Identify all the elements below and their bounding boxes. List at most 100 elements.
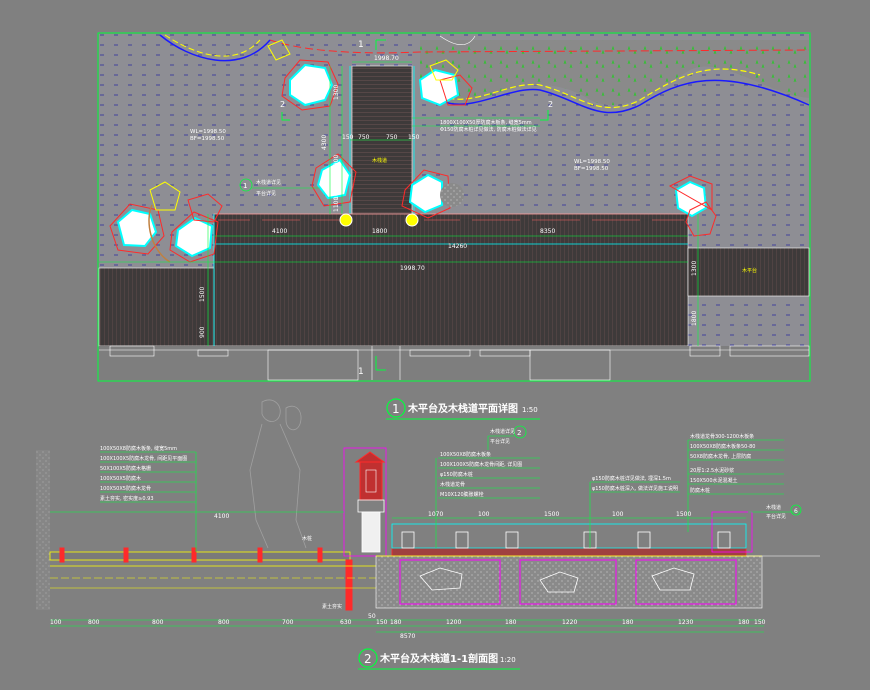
- callout-small-text-2: 平台详见: [256, 190, 276, 197]
- dim-left-a: 1700: [199, 233, 206, 248]
- mid-note-2-1: φ150防腐木桩详见做法, 埋深1.5m: [592, 475, 671, 482]
- dim-top-1: 1070: [428, 511, 443, 518]
- mid-note-2-2: φ150防腐木桩深入, 做法详见施工说明: [592, 485, 678, 492]
- rocks: [109, 39, 717, 263]
- section-callout-text-2: 平台详见: [490, 438, 510, 445]
- section-deck: [391, 547, 747, 557]
- section-title-number: 2: [364, 652, 372, 666]
- section-marker-bottom: 1: [358, 367, 364, 377]
- label-ground: 素土夯实: [322, 603, 342, 610]
- plan-view: 1 1 2 2 1998.70 1300 4300 1900 150 750 7…: [97, 32, 811, 382]
- left-note-3: 50X100X5防腐木格栅: [100, 465, 151, 472]
- right-note-3: 50X8防腐木龙骨, 上层防腐: [690, 453, 751, 460]
- section-bottom-dims: 100 800 800 800 700 630 150 180 1200 180…: [50, 619, 766, 640]
- left-note-6: 素土夯实, 密实度≥0.93: [100, 495, 154, 502]
- shoreline-yellow: [439, 68, 761, 109]
- dim-small: 50: [368, 613, 376, 620]
- deck-left: [98, 267, 215, 347]
- dim-deck-total: 14260: [448, 243, 467, 250]
- section-title-circle: [358, 648, 378, 668]
- dim-bottom: 180: [390, 619, 402, 626]
- dim-bottom: 1200: [446, 619, 461, 626]
- dim-bottom: 800: [88, 619, 100, 626]
- dim-top-3: 1500: [544, 511, 559, 518]
- left-shore: [36, 450, 50, 610]
- bottom-strip: [99, 346, 809, 380]
- rock: [109, 181, 181, 255]
- section-deck-frame: [391, 523, 747, 549]
- dim-small-a: 100: [333, 188, 340, 200]
- rock: [148, 193, 223, 263]
- section-foundation: [375, 555, 820, 609]
- dim-bottom: 800: [218, 619, 230, 626]
- dim-bottom: 1220: [562, 619, 577, 626]
- water-level-right-1: WL=1998.50: [574, 159, 610, 165]
- dim-deck-left: 4100: [272, 228, 287, 235]
- dim-bottom: 700: [282, 619, 294, 626]
- elev-deck: 1998.70: [400, 265, 425, 272]
- callout-walkway: 1800X100X50厚防腐木板条, 缝宽5mm: [440, 119, 532, 126]
- lamp-marker: [405, 213, 419, 227]
- section-callout-marker: 2: [517, 429, 521, 437]
- dim-walkway-len2: 1900: [333, 155, 340, 170]
- section-mid-notes: [435, 457, 680, 548]
- rock: [418, 59, 473, 107]
- section-marker-right: 2: [548, 100, 553, 109]
- plan-title-scale: 1:50: [522, 406, 538, 414]
- dim-bottom: 100: [50, 619, 62, 626]
- dim-top-left: 4100: [214, 513, 229, 520]
- rock: [401, 169, 464, 219]
- section-right-notes: [687, 439, 800, 532]
- dim-total-len: 4300: [321, 135, 328, 150]
- mid-note-5: M10X120膨胀螺栓: [440, 491, 484, 498]
- water-level-left-1: WL=1998.50: [190, 129, 226, 135]
- plan-title-circle: [386, 398, 406, 418]
- rock: [267, 39, 339, 111]
- label-yellow-2: 木平台: [742, 267, 757, 274]
- figure-sketch: [249, 399, 307, 549]
- mid-note-1: 100X50X8防腐木板条: [440, 451, 491, 458]
- grass-area: [420, 40, 809, 106]
- section-marker-top: 1: [358, 40, 364, 50]
- lamp-marker: [339, 213, 353, 227]
- right-note-4: 20厚1:2.5水泥砂浆: [690, 467, 734, 474]
- water-level-left-2: BF=1998.50: [190, 136, 225, 142]
- curve-top-left: [159, 34, 271, 62]
- right-note-5: 150X500水泥混凝土: [690, 477, 738, 484]
- dim-walkway-w4: 150: [408, 134, 420, 141]
- section-title-text: 木平台及木栈道1-1剖面图: [379, 652, 498, 665]
- left-note-2: 100X100X5防腐木龙骨, 间距见平面图: [100, 455, 187, 462]
- callout-small-marker: 1: [243, 182, 247, 190]
- elev-walkway: 1998.70: [374, 55, 399, 62]
- section-callout-circle: [513, 425, 527, 439]
- label-yellow-1: 木栈道: [372, 157, 387, 164]
- dim-top-5: 1500: [676, 511, 691, 518]
- dim-walkway-w3: 750: [386, 134, 398, 141]
- dim-top-4: 100: [612, 511, 624, 518]
- section-left-notes: [50, 451, 764, 627]
- dim-bottom: 630: [340, 619, 352, 626]
- section-callout-right-text-2: 平台详见: [766, 513, 786, 520]
- dim-deck-right: 8350: [540, 228, 555, 235]
- section-callout-text-1: 木栈道详见: [490, 428, 515, 435]
- plan-frame: [97, 32, 811, 382]
- callout-small-text-1: 木栈道详见: [256, 179, 281, 186]
- dim-walkway-w: 150: [342, 134, 354, 141]
- dim-top-2: 100: [478, 511, 490, 518]
- rock: [668, 175, 717, 237]
- dim-bottom: 180: [505, 619, 517, 626]
- dim-right-a: 1300: [691, 261, 698, 276]
- curve-top-left-yellow: [164, 34, 261, 57]
- section-marker-left: 2: [280, 100, 285, 109]
- dim-walkway-len: 1300: [333, 85, 340, 100]
- dim-bottom: 180: [622, 619, 634, 626]
- section-title-scale: 1:20: [500, 656, 516, 664]
- arc-top: [439, 35, 476, 45]
- mid-note-3: φ150防腐木桩: [440, 471, 473, 478]
- dim-bottom: 180: [738, 619, 750, 626]
- dim-right-b: 1800: [691, 311, 698, 326]
- section-title: 2 木平台及木栈道1-1剖面图 1:20: [358, 648, 520, 670]
- dim-walkway-w2: 750: [358, 134, 370, 141]
- plan-title-text: 木平台及木栈道平面详图: [407, 402, 518, 415]
